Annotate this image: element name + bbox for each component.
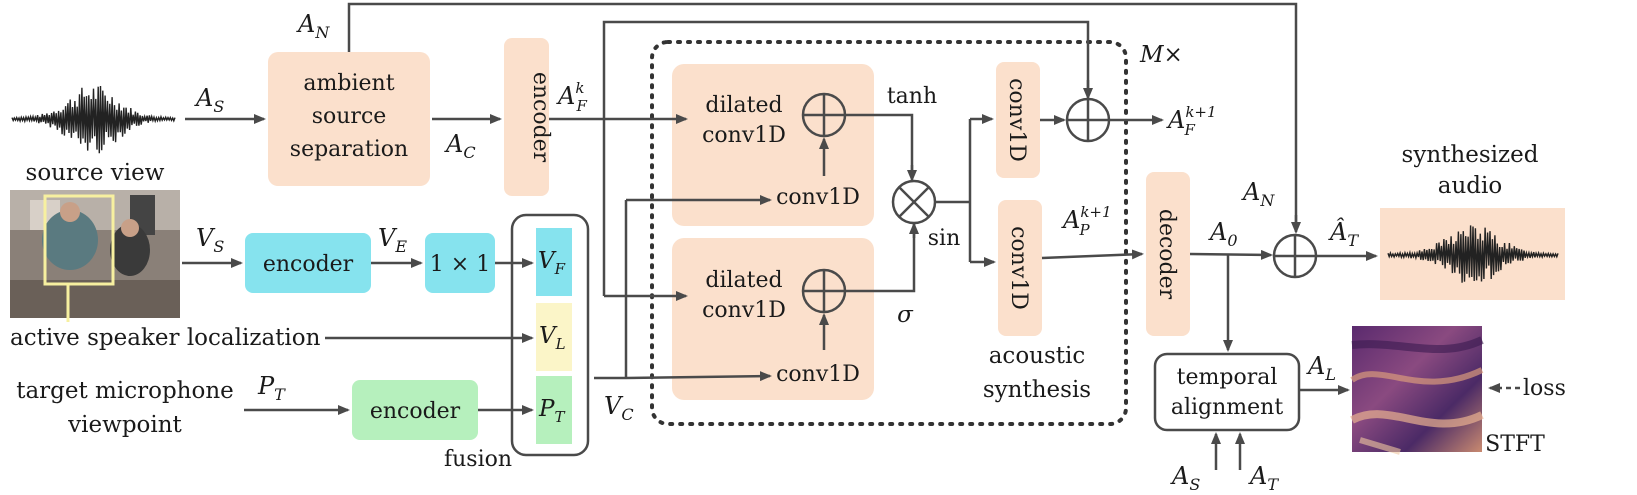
loss-label: loss xyxy=(1523,376,1566,401)
visual-encoder-box xyxy=(245,233,371,293)
sigma-label: σ xyxy=(897,302,914,328)
label-v-c: VC xyxy=(604,392,634,424)
conv1d-vertical-bottom-label: conv1D xyxy=(1006,226,1031,310)
lower-dilated-label-2: conv1D xyxy=(702,298,786,323)
lower-conv1d-label: conv1D xyxy=(776,362,860,387)
m-times-label: M× xyxy=(1139,42,1183,68)
target-mic-label-1: target microphone xyxy=(16,378,234,404)
label-v-f: VF xyxy=(538,248,566,278)
label-a-t-bottom: AT xyxy=(1248,462,1279,494)
one-by-one-box xyxy=(425,233,495,293)
vl-cell xyxy=(536,303,572,371)
target-encoder-label: encoder xyxy=(370,399,461,424)
fusion-label: fusion xyxy=(444,447,512,472)
ambient-label-1: ambient xyxy=(303,71,394,96)
conv1d-vertical-top-label: conv1D xyxy=(1004,78,1029,162)
label-p-t-in: PT xyxy=(257,372,286,404)
label-p-t-box: PT xyxy=(538,396,565,426)
upper-conv1d-label: conv1D xyxy=(776,185,860,210)
label-a-s-bottom: AS xyxy=(1170,462,1200,494)
decoder-label: decoder xyxy=(1154,209,1179,300)
label-a-s: AS xyxy=(194,84,224,116)
acoustic-synthesis-container xyxy=(650,40,1128,426)
conv1d-vertical-bottom xyxy=(998,200,1042,336)
pt-cell xyxy=(536,376,572,444)
source-waveform xyxy=(11,85,176,154)
upper-dilated-label-2: conv1D xyxy=(702,123,786,148)
connections xyxy=(182,2,1378,470)
add-op-lower xyxy=(801,268,847,314)
multiply-op xyxy=(891,179,937,225)
audio-encoder-box xyxy=(504,38,549,196)
label-v-s: VS xyxy=(196,224,224,256)
synth-label-1: synthesized xyxy=(1402,142,1539,168)
synth-waveform xyxy=(1387,225,1559,283)
synth-label-2: audio xyxy=(1438,173,1502,199)
add-op-output xyxy=(1272,233,1318,279)
ambient-label-2: source xyxy=(312,104,387,129)
acoustic-label-1: acoustic xyxy=(989,343,1086,369)
temporal-label-2: alignment xyxy=(1171,395,1283,420)
label-a-l: AL xyxy=(1306,352,1336,384)
label-a-0: A0 xyxy=(1208,218,1238,250)
ambient-separation-box xyxy=(268,52,430,186)
upper-dilated-label-1: dilated xyxy=(705,93,782,118)
vf-cell xyxy=(536,228,572,296)
label-v-l: VL xyxy=(539,323,566,353)
visual-encoder-label: encoder xyxy=(263,252,354,277)
temporal-label-1: temporal xyxy=(1177,365,1278,390)
label-a-c: AC xyxy=(444,130,476,162)
target-mic-label-2: viewpoint xyxy=(67,412,182,438)
target-encoder-box xyxy=(352,380,478,440)
acoustic-label-2: synthesis xyxy=(983,377,1091,403)
sin-label: sin xyxy=(928,226,961,251)
add-op-upper xyxy=(801,92,847,138)
one-by-one-label: 1 × 1 xyxy=(430,252,490,277)
label-a-n-right: AN xyxy=(1241,178,1275,210)
source-view-image xyxy=(10,190,180,322)
conv1d-vertical-top xyxy=(996,62,1040,178)
stft-label: STFT xyxy=(1485,432,1545,457)
label-v-e: VE xyxy=(378,224,407,256)
audio-encoder-label: encoder xyxy=(528,72,553,163)
ambient-label-3: separation xyxy=(290,137,408,162)
tanh-label: tanh xyxy=(887,84,937,109)
temporal-alignment-box xyxy=(1153,352,1301,432)
label-a-t-hat: ÂT xyxy=(1328,217,1359,250)
add-op-residual xyxy=(1065,97,1111,143)
stft-spectrogram xyxy=(1350,326,1484,455)
lower-dilated-label-1: dilated xyxy=(705,268,782,293)
label-a-n-top: AN xyxy=(296,10,330,42)
active-speaker-label: active speaker localization xyxy=(10,325,321,351)
decoder-box xyxy=(1146,172,1190,336)
fusion-container xyxy=(510,213,590,457)
source-view-label: source view xyxy=(26,160,165,186)
